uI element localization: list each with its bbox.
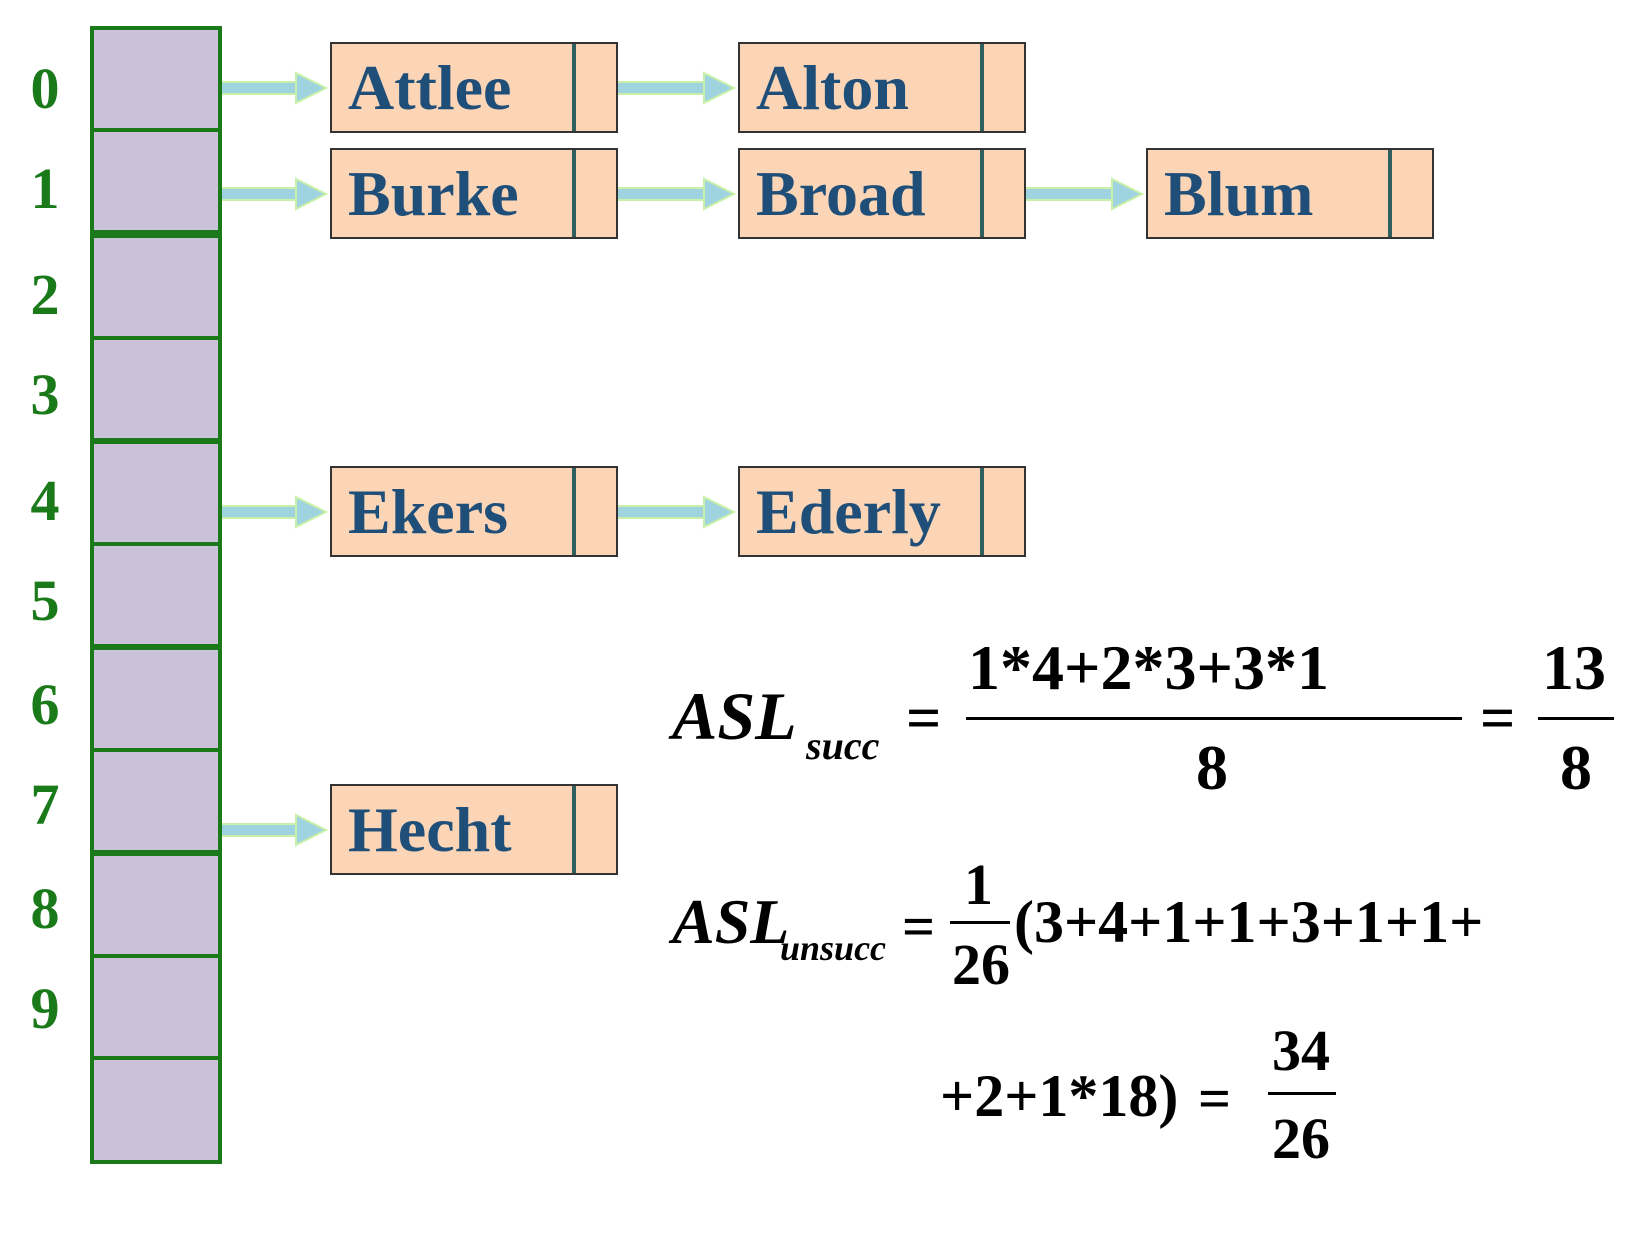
asl-succ-subscript: succ [806,723,880,768]
equals-sign: = [1480,685,1516,753]
node-key: Hecht [348,794,512,865]
equals-sign: = [1198,1066,1232,1131]
chain-node-ekers: Ekers [330,466,618,557]
equals-sign: = [902,894,936,959]
chain-node-alton: Alton [738,42,1026,133]
chain-node-broad: Broad [738,148,1026,239]
index-4: 4 [30,468,60,533]
node-pointer-field [980,44,984,131]
fraction-bar [1268,1092,1336,1095]
node-pointer-field [572,44,576,131]
node-key: Burke [348,158,519,229]
index-2: 2 [30,262,60,327]
equals-sign: = [906,685,942,753]
node-pointer-field [980,150,984,237]
node-pointer-field [572,468,576,555]
index-1: 1 [30,156,60,221]
succ-numerator: 1*4+2*3+3*1 [968,632,1329,703]
bucket-cell-8 [90,852,222,958]
index-8: 8 [30,876,60,941]
asl-unsucc-symbol: ASL [672,886,790,957]
bucket-cell-6 [90,646,222,752]
chain-node-burke: Burke [330,148,618,239]
node-key: Attlee [348,52,512,123]
node-key: Ederly [756,476,941,547]
node-pointer-field [980,468,984,555]
node-key: Ekers [348,476,508,547]
pointer-arrow [615,495,737,529]
succ-result-numerator: 13 [1542,632,1606,703]
asl-unsucc-subscript: unsucc [780,928,887,968]
bucket-cell-1 [90,128,222,234]
index-5: 5 [30,568,60,633]
chain-node-ederly: Ederly [738,466,1026,557]
bucket-cell-3 [90,336,222,442]
node-pointer-field [572,786,576,873]
bucket-cell-4 [90,440,222,546]
bucket-cell-7 [90,748,222,854]
index-3: 3 [30,362,60,427]
index-6: 6 [30,672,60,737]
node-key: Blum [1164,158,1314,229]
node-pointer-field [1388,150,1392,237]
bucket-cell-extra [90,1056,222,1164]
bucket-cell-2 [90,234,222,340]
unsucc-sum-line1: (3+4+1+1+3+1+1+ [1014,889,1484,955]
bucket-cell-9 [90,954,222,1060]
succ-result-denominator: 8 [1560,732,1592,803]
unsucc-sum-line2: +2+1*18) [940,1063,1179,1129]
fraction-bar [966,717,1462,720]
asl-succ-symbol: ASL [672,678,797,754]
chain-node-blum: Blum [1146,148,1434,239]
unsucc-result-denominator: 26 [1272,1106,1330,1171]
index-0: 0 [30,56,60,121]
node-key: Alton [756,52,909,123]
bucket-cell-0 [90,26,222,132]
succ-denominator: 8 [1196,732,1228,803]
fraction-bar [1538,717,1614,720]
unsucc-coef-denominator: 26 [952,932,1010,997]
unsucc-result-numerator: 34 [1272,1018,1330,1083]
node-key: Broad [756,158,926,229]
chain-node-hecht: Hecht [330,784,618,875]
pointer-arrow [1023,177,1145,211]
index-9: 9 [30,976,60,1041]
pointer-arrow [615,71,737,105]
index-7: 7 [30,772,60,837]
chain-node-attlee: Attlee [330,42,618,133]
node-pointer-field [572,150,576,237]
pointer-arrow [615,177,737,211]
bucket-cell-5 [90,542,222,648]
fraction-bar [950,921,1010,924]
unsucc-coef-numerator: 1 [964,852,993,917]
